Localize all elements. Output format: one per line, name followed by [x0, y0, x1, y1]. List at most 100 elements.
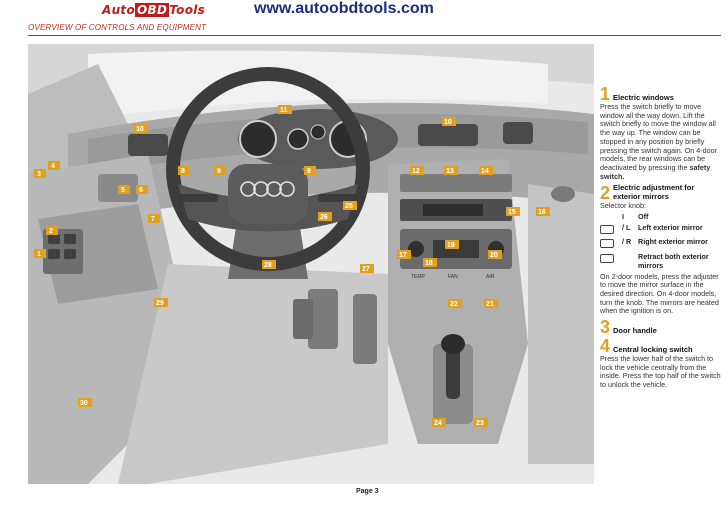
- callout-1: 1: [34, 249, 46, 258]
- page-number: Page 3: [356, 488, 379, 495]
- svg-text:3: 3: [37, 171, 41, 178]
- callout-9: 9: [214, 166, 226, 175]
- svg-text:16: 16: [538, 209, 546, 216]
- mirror-icon: [600, 224, 614, 234]
- callout-18: 18: [423, 258, 437, 267]
- section-text: Press the switch briefly to move window …: [600, 102, 718, 172]
- svg-text:17: 17: [399, 252, 407, 259]
- svg-text:15: 15: [508, 209, 516, 216]
- mirror-icon: [600, 239, 614, 249]
- section-title: Central locking switch: [613, 344, 693, 354]
- callout-25: 25: [343, 201, 357, 210]
- callout-11: 11: [278, 105, 292, 114]
- svg-text:18: 18: [425, 260, 433, 267]
- callout-19: 19: [445, 240, 459, 249]
- svg-text:2: 2: [49, 228, 53, 235]
- svg-text:26: 26: [320, 214, 328, 221]
- callout-15: 15: [506, 207, 520, 216]
- svg-text:22: 22: [450, 301, 458, 308]
- svg-text:6: 6: [139, 187, 143, 194]
- section-title: Electric adjustment for exterior mirrors: [613, 183, 695, 201]
- svg-text:23: 23: [476, 420, 484, 427]
- callout-2: 2: [46, 226, 58, 235]
- callout-badges: 1 2 3 4 5 6 7 8 9 9 10 10 11 12 13 14 15…: [34, 105, 550, 427]
- section-intro: Selector knob:: [600, 201, 646, 211]
- callout-4: 4: [48, 161, 60, 170]
- svg-text:7: 7: [151, 216, 155, 223]
- callout-28: 28: [262, 260, 276, 269]
- callout-12: 12: [410, 166, 424, 175]
- callout-8: 8: [178, 166, 190, 175]
- callout-7: 7: [148, 214, 160, 223]
- section-title: Electric windows: [613, 92, 674, 102]
- dashboard-illustration: TEMP FAN AIR 1 2 3 4 5 6 7 8 9 9 10 10 1…: [28, 44, 594, 484]
- section-text: Press the lower half of the switch to lo…: [600, 354, 721, 390]
- section-text: On 2-door models, press the adjuster to …: [600, 271, 719, 316]
- site-url[interactable]: www.autoobdtools.com: [254, 0, 434, 17]
- retract-mirror-icon: [600, 254, 614, 264]
- callout-23: 23: [474, 418, 488, 427]
- callout-13: 13: [444, 166, 458, 175]
- svg-text:13: 13: [446, 168, 454, 175]
- svg-text:30: 30: [80, 400, 88, 407]
- svg-text:21: 21: [486, 301, 494, 308]
- logo-text-mid: OBD: [135, 3, 170, 17]
- callout-21: 21: [484, 299, 498, 308]
- svg-text:4: 4: [51, 163, 55, 170]
- svg-text:27: 27: [362, 266, 370, 273]
- logo-text-left: Auto: [102, 3, 136, 17]
- hvac-temp-label: TEMP: [411, 274, 426, 280]
- svg-text:28: 28: [264, 262, 272, 269]
- svg-text:25: 25: [345, 203, 353, 210]
- callout-26: 26: [318, 212, 332, 221]
- callout-10b: 10: [442, 117, 456, 126]
- hvac-fan-label: FAN: [448, 274, 458, 280]
- svg-text:29: 29: [156, 300, 164, 307]
- callout-9b: 9: [304, 166, 316, 175]
- section-number: 4: [600, 336, 611, 357]
- callout-3: 3: [34, 169, 46, 178]
- section-title: Door handle: [613, 325, 657, 335]
- section-number: 2: [600, 183, 611, 204]
- section-number: 3: [600, 317, 611, 338]
- callout-14: 14: [479, 166, 493, 175]
- svg-text:5: 5: [121, 187, 125, 194]
- callout-6: 6: [136, 185, 148, 194]
- callout-29: 29: [154, 298, 168, 307]
- callout-5: 5: [118, 185, 130, 194]
- svg-text:19: 19: [447, 242, 455, 249]
- option-retract-mirrors: Retract both exterior mirrors: [600, 252, 722, 270]
- section-bold-tail: safety switch.: [600, 162, 711, 181]
- callout-22: 22: [448, 299, 462, 308]
- svg-text:12: 12: [412, 168, 420, 175]
- logo-text-right: Tools: [169, 3, 206, 17]
- svg-text:20: 20: [490, 252, 498, 259]
- svg-text:8: 8: [181, 168, 185, 175]
- callout-30: 30: [78, 398, 92, 407]
- callout-10: 10: [134, 124, 148, 133]
- hvac-air-label: AIR: [486, 274, 495, 280]
- callout-20: 20: [488, 250, 502, 259]
- section-subtitle: OVERVIEW OF CONTROLS AND EQUIPMENT: [28, 23, 207, 32]
- svg-text:10: 10: [136, 126, 144, 133]
- svg-text:9: 9: [217, 168, 221, 175]
- header-divider: [28, 35, 721, 36]
- svg-text:1: 1: [37, 251, 41, 258]
- svg-text:11: 11: [280, 107, 288, 114]
- svg-text:14: 14: [481, 168, 489, 175]
- callout-24: 24: [432, 418, 446, 427]
- callout-16: 16: [536, 207, 550, 216]
- svg-text:10: 10: [444, 119, 452, 126]
- section-number: 1: [600, 84, 611, 104]
- svg-text:24: 24: [434, 420, 442, 427]
- callout-17: 17: [397, 250, 411, 259]
